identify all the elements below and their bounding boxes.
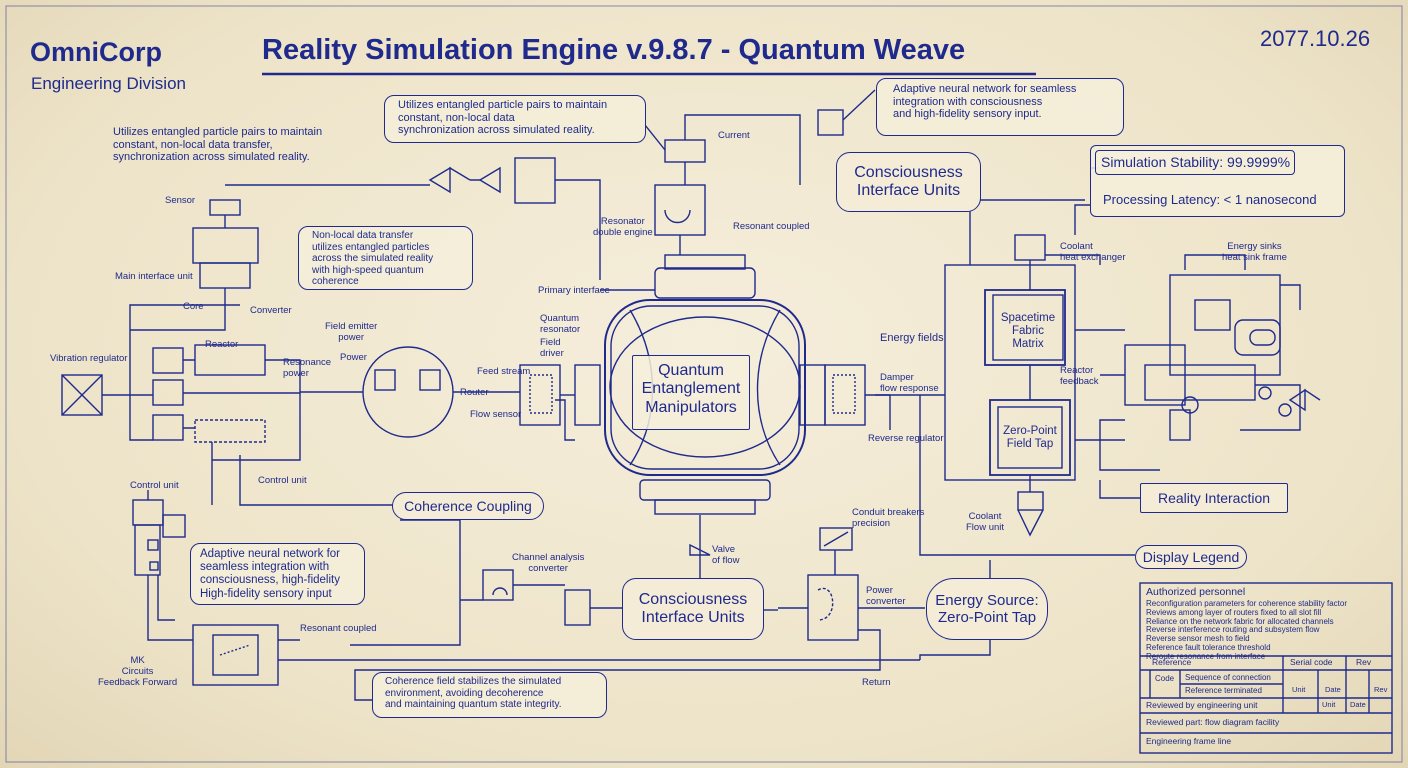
lbl-feed-stream: Feed stream	[477, 366, 531, 377]
core-panel	[632, 355, 750, 430]
note-bottom-center-box	[372, 672, 607, 718]
lbl-reactor-left: Reactor	[205, 339, 239, 350]
division-name: Engineering Division	[31, 74, 186, 93]
lbl-field-driver: Field driver	[540, 337, 564, 359]
note-top-center: Utilizes entangled particle pairs to mai…	[398, 99, 608, 137]
stability-box	[1095, 150, 1295, 175]
lbl-power-converter: Power converter	[866, 585, 906, 607]
lbl-energy-fields: Energy fields	[880, 332, 944, 344]
note-top-right-box	[876, 78, 1124, 136]
lbl-regulator-right: Reverse regulator	[868, 433, 944, 444]
lbl-flow-sensor: Flow sensor	[470, 409, 522, 420]
note-top-right: Adaptive neural network for seamless int…	[893, 83, 1077, 121]
legend-row-d: Engineering frame line	[1146, 736, 1232, 746]
legend-line: Reference fault tolerance threshold	[1146, 642, 1271, 652]
quantum-core-label: Quantum Entanglement Manipulators	[641, 362, 741, 416]
lbl-control-unit: Control unit	[258, 475, 307, 486]
note-top-left: Utilizes entangled particle pairs to mai…	[113, 126, 323, 164]
lbl-main-interface: Main interface unit	[115, 271, 193, 282]
consciousness-interface-bottom: Consciousness Interface Units	[622, 578, 764, 640]
legend-row-a-rev: Rev	[1374, 685, 1388, 694]
lbl-current: Current	[718, 130, 750, 141]
legend-line: Reverse sensor mesh to field	[1146, 634, 1250, 644]
lbl-router: Router	[460, 387, 489, 398]
legend-row-c: Reviewed part: flow diagram facility	[1146, 717, 1280, 727]
spacetime-label: Spacetime Fabric Matrix	[1000, 312, 1056, 351]
legend-line: Reliance on the network fabric for alloc…	[1146, 616, 1334, 626]
legend-row-a-ref: Reference terminated	[1185, 686, 1262, 695]
lbl-core: Core	[183, 301, 204, 312]
lbl-converter: Converter	[250, 305, 292, 316]
stability-stat: Simulation Stability: 99.9999%	[1101, 154, 1291, 170]
lbl-coolant: Coolant heat exchanger	[1060, 241, 1126, 263]
legend-line: Reroute resonance from interface	[1146, 651, 1266, 661]
page-title: Reality Simulation Engine v.9.8.7 - Quan…	[262, 34, 966, 66]
legend-line: Reverse interference routing and subsyst…	[1146, 625, 1320, 635]
lbl-reactor-feedback: Reactor feedback	[1060, 365, 1099, 387]
lbl-field-emitter: Field emitter power	[325, 321, 378, 343]
legend-row-b-unit: Unit	[1322, 700, 1336, 709]
note-mid-left: Non-local data transfer utilizes entangl…	[312, 230, 434, 287]
lbl-damper: Damper flow response	[880, 372, 939, 394]
legend-col-serial: Serial code	[1290, 657, 1333, 667]
legend-row-a-code: Code	[1155, 674, 1175, 683]
coherence-pill: Coherence Coupling	[392, 492, 544, 520]
lbl-resonator-engine: Resonator double engine	[593, 216, 653, 238]
header-date: 2077.10.26	[1260, 26, 1371, 51]
lbl-valve: Valve of flow	[712, 544, 740, 566]
energy-source: Energy Source: Zero-Point Tap	[926, 578, 1048, 640]
legend-row-a-unit: Unit	[1292, 685, 1306, 694]
lbl-energy-sinks: Energy sinks heat sink frame	[1222, 241, 1287, 263]
legend-col-rev: Rev	[1356, 657, 1372, 667]
legend-line: Reconfiguration parameters for coherence…	[1146, 599, 1347, 608]
display-legend: Display Legend	[1135, 545, 1247, 569]
lbl-quantum-resonator: Quantum resonator	[540, 313, 581, 335]
note-bottom-left: Adaptive neural network for seamless int…	[200, 548, 340, 600]
legend-col-reference: Reference	[1152, 657, 1192, 667]
lbl-mk-circuits: MK Circuits Feedback Forward	[98, 655, 178, 688]
legend-line: Reviews among layer of routers fixed to …	[1146, 607, 1322, 617]
zero-point-label: Zero-Point Field Tap	[1003, 425, 1057, 451]
lbl-resonance: Resonance power	[283, 357, 332, 379]
lbl-resonant-top: Resonant coupled	[733, 221, 810, 232]
note-bottom-left-box	[190, 543, 365, 605]
lbl-sensor: Sensor	[165, 195, 196, 206]
lbl-power: Power	[340, 352, 367, 363]
legend-title: Authorized personnel	[1146, 586, 1246, 598]
lbl-primary-interface: Primary interface	[538, 285, 610, 296]
legend-row-a-seq: Sequence of connection	[1185, 673, 1271, 682]
lbl-resonant-coupled: Resonant coupled	[300, 623, 377, 634]
company-name: OmniCorp	[30, 37, 162, 67]
legend-row-a-date: Date	[1325, 685, 1341, 694]
consciousness-interface-top: Consciousness Interface Units	[836, 152, 981, 212]
lbl-return: Return	[862, 677, 891, 688]
lbl-ctrl-unit: Control unit	[130, 480, 179, 491]
legend-lines: Reconfiguration parameters for coherence…	[1146, 599, 1390, 662]
legend-row-b: Reviewed by engineering unit	[1146, 700, 1258, 710]
note-top-center-box	[384, 95, 646, 143]
lbl-channel-analysis: Channel analysis converter	[512, 552, 585, 574]
reality-interaction: Reality Interaction	[1140, 483, 1288, 513]
lbl-regulator: Vibration regulator	[50, 353, 128, 364]
lbl-coolant-flow: Coolant Flow unit	[966, 511, 1005, 533]
lbl-conduit-breakers: Conduit breakers precision	[852, 507, 925, 529]
legend-row-b-date: Date	[1350, 700, 1366, 709]
note-bottom-center: Coherence field stabilizes the simulated…	[385, 676, 562, 710]
note-mid-left-box	[298, 226, 473, 290]
latency-stat: Processing Latency: < 1 nanosecond	[1103, 192, 1317, 207]
